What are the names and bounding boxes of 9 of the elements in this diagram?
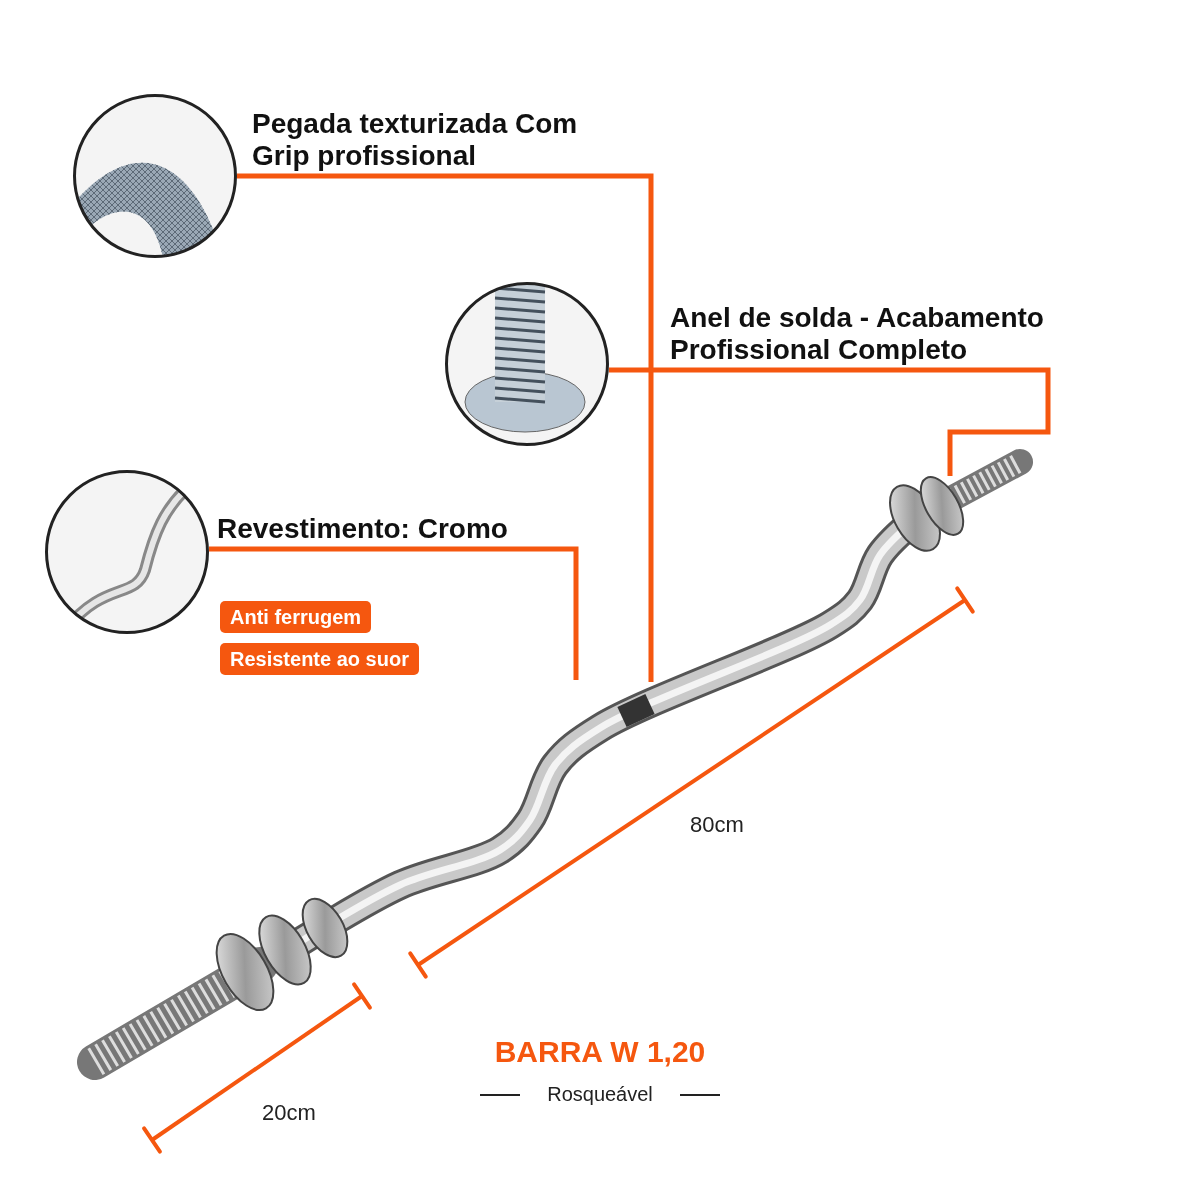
product-title: BARRA W 1,20	[494, 1035, 706, 1069]
feature-tag: Anti ferrugem	[220, 601, 372, 633]
leader-line	[609, 367, 1051, 476]
dimension-label: 80cm	[690, 812, 744, 838]
leader-line	[237, 173, 654, 682]
feature-tag: Resistente ao suor	[220, 643, 419, 675]
dimension-label: 20cm	[262, 1100, 316, 1126]
product-subtitle: Rosqueável	[547, 1083, 653, 1106]
leader-line	[209, 546, 579, 680]
